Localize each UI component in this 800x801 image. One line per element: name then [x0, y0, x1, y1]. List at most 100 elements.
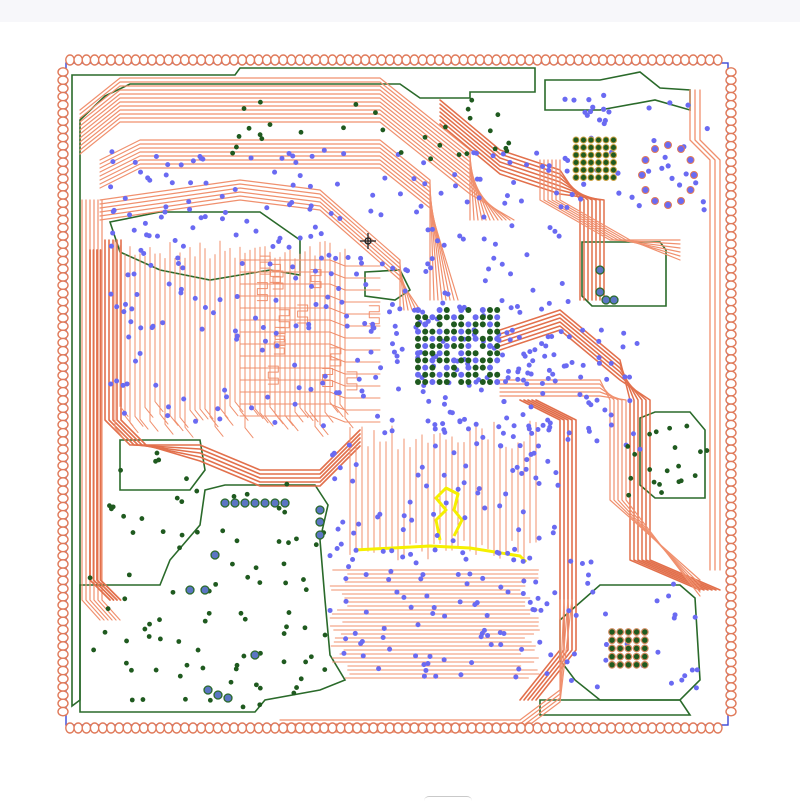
edge-pad: [639, 722, 649, 734]
edge-pad: [57, 690, 69, 701]
ground-via: [298, 676, 304, 682]
edge-pad: [725, 190, 737, 200]
signal-via: [590, 589, 596, 595]
edge-pad: [725, 263, 737, 274]
signal-via: [110, 230, 116, 236]
bga-ball: [422, 357, 429, 364]
bga-ball: [415, 379, 421, 385]
signal-via: [354, 271, 360, 277]
trace-meander: [330, 347, 342, 367]
signal-via: [533, 579, 539, 585]
edge-pad: [163, 722, 174, 734]
signal-via: [700, 199, 706, 205]
ground-via: [140, 697, 146, 702]
edge-pad: [688, 722, 699, 734]
edge-pad: [376, 722, 387, 734]
edge-pad: [663, 722, 674, 734]
edge-pad: [466, 722, 477, 734]
signal-via: [544, 601, 550, 607]
bga-ball: [572, 136, 580, 144]
signal-via: [432, 422, 438, 428]
ground-via: [380, 127, 386, 133]
edge-pad: [57, 624, 69, 635]
signal-via: [293, 160, 299, 166]
bga-ball: [479, 314, 486, 321]
signal-via: [272, 169, 278, 175]
bga-ball: [429, 357, 436, 364]
bga-ball: [451, 364, 457, 371]
trace-bundle: [279, 599, 561, 721]
bga-ball: [436, 371, 443, 378]
signal-via: [165, 413, 171, 419]
signal-via: [602, 407, 608, 413]
signal-via: [244, 218, 250, 224]
signal-via: [138, 247, 144, 253]
signal-via: [441, 472, 447, 478]
ground-via: [126, 572, 132, 578]
edge-pad: [725, 313, 737, 323]
bga-ball: [494, 343, 501, 349]
signal-via: [627, 374, 633, 380]
signal-via: [505, 589, 511, 595]
signal-via: [394, 589, 400, 595]
trace-segment: [224, 250, 234, 426]
ground-via: [626, 492, 632, 498]
bga-ball: [602, 174, 610, 181]
signal-via: [536, 443, 542, 449]
ring-pad: [677, 145, 685, 154]
edge-pad: [57, 600, 69, 610]
edge-pad: [557, 54, 567, 66]
signal-via: [511, 557, 517, 563]
component-pad: [200, 585, 210, 595]
ground-via: [257, 702, 263, 708]
edge-pad: [499, 54, 510, 66]
signal-via: [671, 615, 677, 621]
ground-via: [469, 97, 475, 103]
edge-pad: [622, 722, 633, 734]
bga-ball: [429, 328, 436, 335]
edge-pad: [725, 157, 737, 168]
bga-ball: [610, 136, 617, 144]
signal-via: [476, 486, 482, 492]
signal-via: [435, 238, 441, 244]
bga-ball: [422, 314, 429, 321]
edge-pad: [57, 337, 69, 348]
ground-via: [230, 150, 236, 156]
edge-pad: [663, 54, 674, 66]
selected-net-layer: [354, 486, 528, 564]
trace-segment: [324, 241, 334, 423]
edge-pad: [532, 54, 543, 66]
ground-via: [286, 610, 292, 615]
trace-bundle: [79, 121, 515, 221]
ground-via: [253, 682, 259, 688]
trace-meander: [278, 309, 290, 329]
signal-via: [562, 96, 568, 102]
bga-ball: [451, 371, 457, 378]
edge-pad: [57, 280, 69, 291]
signal-via: [356, 521, 362, 527]
via-layer: [87, 92, 710, 710]
edge-pad: [725, 460, 737, 471]
edge-pad: [57, 132, 69, 143]
signal-via: [565, 299, 571, 305]
edge-pad: [335, 722, 346, 734]
edge-pad: [57, 550, 69, 561]
signal-via: [465, 426, 471, 432]
ground-via: [129, 667, 134, 673]
signal-via: [573, 612, 579, 618]
trace-segment: [279, 256, 289, 430]
signal-via: [308, 233, 314, 239]
edge-pad: [147, 722, 157, 734]
ground-via: [428, 156, 434, 162]
signal-via: [187, 206, 193, 212]
signal-via: [583, 394, 589, 400]
signal-via: [556, 233, 562, 239]
bga-ball: [458, 328, 465, 335]
signal-via: [471, 150, 477, 156]
trace-segment: [334, 259, 344, 418]
signal-via: [545, 376, 551, 382]
edge-pad: [368, 722, 379, 734]
bga-ball: [487, 371, 493, 378]
signal-via: [351, 530, 357, 536]
